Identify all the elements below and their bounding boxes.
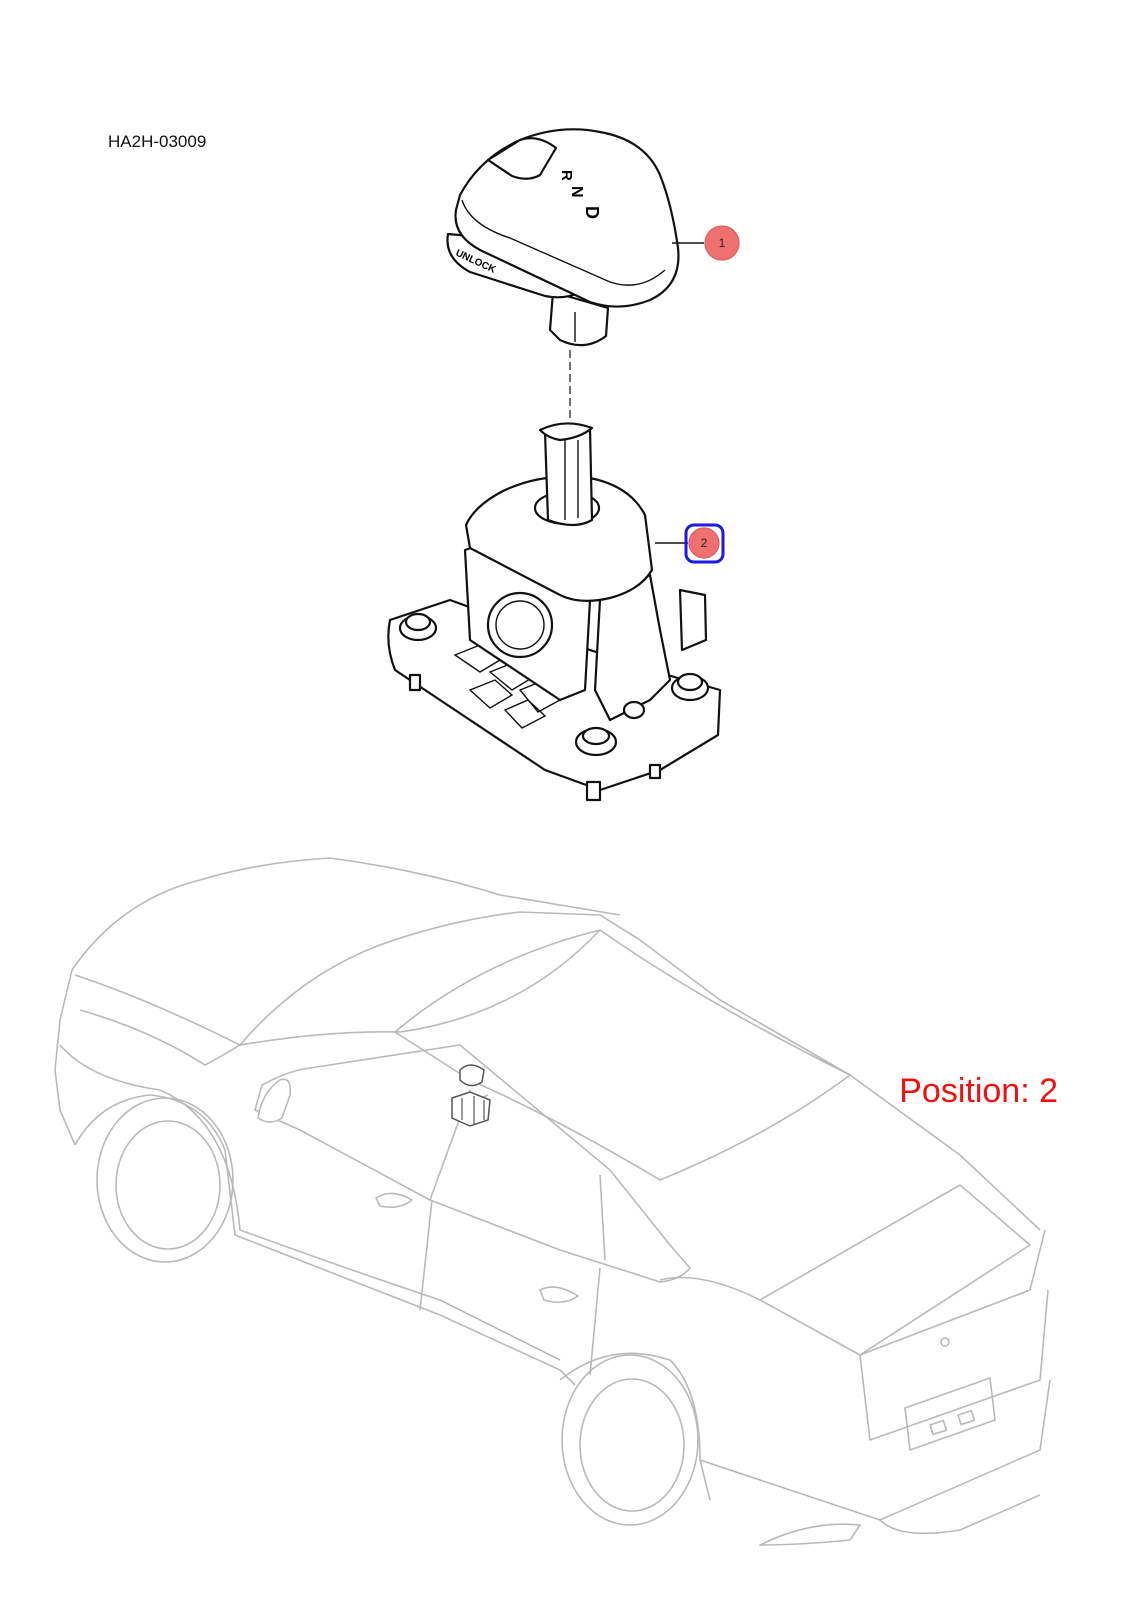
- bolt-front-left: [398, 612, 438, 642]
- diagram-code: HA2H-03009: [108, 132, 207, 151]
- knob-letter-d: D: [582, 206, 602, 219]
- interior-location-marker: [451, 1064, 491, 1127]
- bolt-front: [574, 726, 618, 757]
- shift-lever-assembly[interactable]: [387, 422, 722, 802]
- shift-knob[interactable]: D N R UNLOCK: [446, 128, 680, 347]
- callout-1[interactable]: 1: [672, 225, 740, 261]
- callout-2[interactable]: 2: [655, 523, 725, 564]
- vehicle-outline: [54, 857, 1051, 1546]
- callout-1-number: 1: [719, 236, 726, 250]
- knob-letter-r: R: [558, 170, 575, 181]
- knob-letter-n: N: [568, 186, 585, 198]
- position-label: Position: 2: [899, 1072, 1058, 1110]
- callout-2-selection-ring: [684, 523, 725, 564]
- callout-2-number: 2: [701, 536, 708, 550]
- bolt-right: [670, 672, 710, 702]
